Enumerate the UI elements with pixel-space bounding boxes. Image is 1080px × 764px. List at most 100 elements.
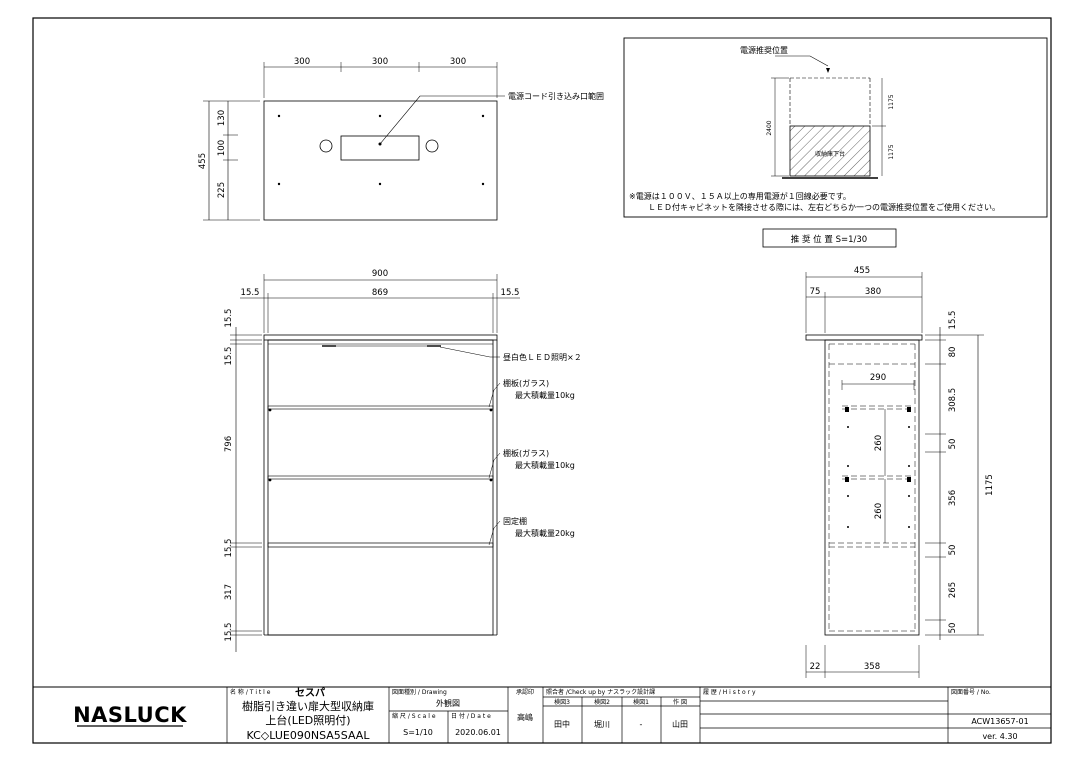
- front-view: [230, 274, 520, 652]
- date-label: 日 付 / D a t e: [451, 712, 491, 720]
- power-box-frame: [623, 37, 1048, 218]
- power-note-2: ＬＥＤ付キャビネットを隣接させる際には、左右どちらか一つの電源推奨位置をご使用く…: [648, 202, 1000, 212]
- title-line-1: 樹脂引き違い扉大型収納庫: [242, 699, 374, 713]
- front-countertop: [263, 334, 498, 341]
- led-note: 昼白色ＬＥＤ照明×２: [503, 352, 582, 362]
- side-body: [824, 339, 920, 636]
- side-dim-height-1: 15.5: [948, 311, 958, 330]
- drawing-no-value: ACW13657-01: [971, 717, 1028, 726]
- front-dim-height-3: 796: [224, 436, 234, 452]
- front-dim-height-4: 15.5: [224, 539, 234, 558]
- drawing-no-label: 図面番号 / No.: [951, 689, 991, 696]
- side-dim-height-8: 50: [948, 623, 958, 634]
- company-logo: NASLUCK: [73, 703, 187, 727]
- side-dim-bottom-depth: 358: [864, 662, 880, 672]
- cord-note-leader: [379, 95, 505, 145]
- side-countertop: [805, 334, 923, 341]
- top-dim-depth-2: 100: [217, 140, 227, 156]
- fixed-leader: [488, 520, 501, 546]
- front-dim-height-2: 15.5: [224, 347, 234, 366]
- drawing-type-label: 図面種別 / Drawing: [392, 688, 447, 696]
- shelf1-note-load: 最大積載量10kg: [515, 390, 575, 400]
- check-header-1: 検図3: [554, 698, 570, 706]
- front-dim-height-6: 15.5: [224, 623, 234, 642]
- fixed-note-load: 最大積載量20kg: [515, 528, 575, 538]
- top-view: [203, 62, 505, 221]
- top-dim-depth-3: 225: [217, 182, 227, 198]
- side-view-markers: [845, 407, 911, 528]
- side-dim-height-3: 308.5: [948, 388, 958, 412]
- top-dim-depth-1: 130: [217, 110, 227, 126]
- side-dim-bottom-offset: 22: [810, 662, 821, 672]
- side-dim-height-total: 1175: [985, 474, 995, 496]
- title-line-3: KC◇LUE090NSA5SAAL: [247, 729, 371, 742]
- side-dim-height-5: 356: [948, 490, 958, 506]
- top-dim-depth-total: 455: [198, 153, 208, 169]
- glass-shelf-2: [267, 475, 494, 480]
- side-dim-overhang: 75: [810, 287, 821, 297]
- side-dim-shelf-depth: 290: [870, 373, 886, 383]
- scale-value: S=1/10: [403, 728, 433, 737]
- history-label: 履 歴 / H i s t o r y: [703, 689, 756, 696]
- side-dim-depth-total: 455: [854, 266, 870, 276]
- top-view-hole-left: [319, 139, 333, 153]
- power-note-1: ※電源は１００Ｖ、１５Ａ以上の専用電源が１回線必要です。: [629, 191, 851, 201]
- check-header-3: 検図1: [633, 698, 649, 706]
- title-main: セスパ: [295, 687, 325, 699]
- title-block: [226, 687, 1051, 743]
- check-value-1: 田中: [554, 719, 570, 729]
- version-value: ver. 4.30: [982, 732, 1017, 741]
- power-position-box: [623, 37, 1048, 218]
- side-dim-inner-depth: 380: [865, 287, 881, 297]
- side-dim-pitch-2: 260: [874, 503, 884, 519]
- front-dim-inner-width: 869: [372, 288, 388, 298]
- lower-cabinet-hatch: [789, 125, 871, 177]
- approved-value: 高嶋: [517, 712, 533, 722]
- date-value: 2020.06.01: [455, 728, 501, 737]
- side-dim-pitch-1: 260: [874, 435, 884, 451]
- front-dim-height-1: 15.5: [224, 309, 234, 328]
- side-dim-height-6: 50: [948, 545, 958, 556]
- cord-inlet-range: [340, 135, 420, 161]
- check-value-2: 堀川: [594, 720, 610, 729]
- check-header-4: 作 図: [673, 698, 687, 706]
- power-dim-upper: 1175: [888, 94, 895, 109]
- front-dim-side-right: 15.5: [501, 288, 520, 298]
- title-line-2: 上台(LED照明付): [265, 713, 350, 727]
- side-dim-height-2: 80: [948, 347, 958, 358]
- shelf2-leader: [488, 452, 501, 479]
- led-leader: [439, 346, 500, 358]
- front-dim-width-total: 900: [372, 269, 388, 279]
- shelf2-note-title: 棚板(ガラス): [503, 448, 549, 458]
- power-position-label: 電源推奨位置: [740, 45, 788, 55]
- top-dim-width-3: 300: [450, 57, 466, 67]
- shelf1-note-title: 棚板(ガラス): [503, 378, 549, 388]
- lower-cabinet-label: 収納庫下台: [815, 150, 845, 158]
- shelf1-leader: [488, 382, 501, 408]
- power-dim-total: 2400: [766, 120, 773, 135]
- top-view-outline: [263, 100, 498, 221]
- approved-label: 承認印: [516, 688, 534, 696]
- fixed-note-title: 固定棚: [503, 516, 527, 526]
- check-label: 照合者 /Check up by ナスラック設計課: [546, 688, 655, 696]
- fixed-shelf: [267, 542, 494, 548]
- side-view: [805, 272, 984, 678]
- front-dim-side-left: 15.5: [241, 288, 260, 298]
- check-value-4: 山田: [672, 719, 688, 729]
- shelf2-note-load: 最大積載量10kg: [515, 460, 575, 470]
- front-dim-height-5: 317: [224, 584, 234, 600]
- side-dim-height-4: 50: [948, 439, 958, 450]
- top-dim-width-2: 300: [372, 57, 388, 67]
- front-body: [267, 339, 494, 636]
- power-dim-lower: 1175: [888, 144, 895, 159]
- power-caption: 推 奨 位 置 S=1/30: [791, 234, 867, 245]
- check-value-3: -: [640, 720, 643, 729]
- front-view-dots: [268, 408, 493, 482]
- top-dim-width-1: 300: [294, 57, 310, 67]
- caption-box: [762, 228, 897, 248]
- side-dim-height-7: 265: [948, 582, 958, 598]
- sheet-frame: [32, 17, 1052, 744]
- cord-inlet-note: 電源コード引き込み口範囲: [508, 91, 604, 101]
- glass-shelf-1: [267, 405, 494, 410]
